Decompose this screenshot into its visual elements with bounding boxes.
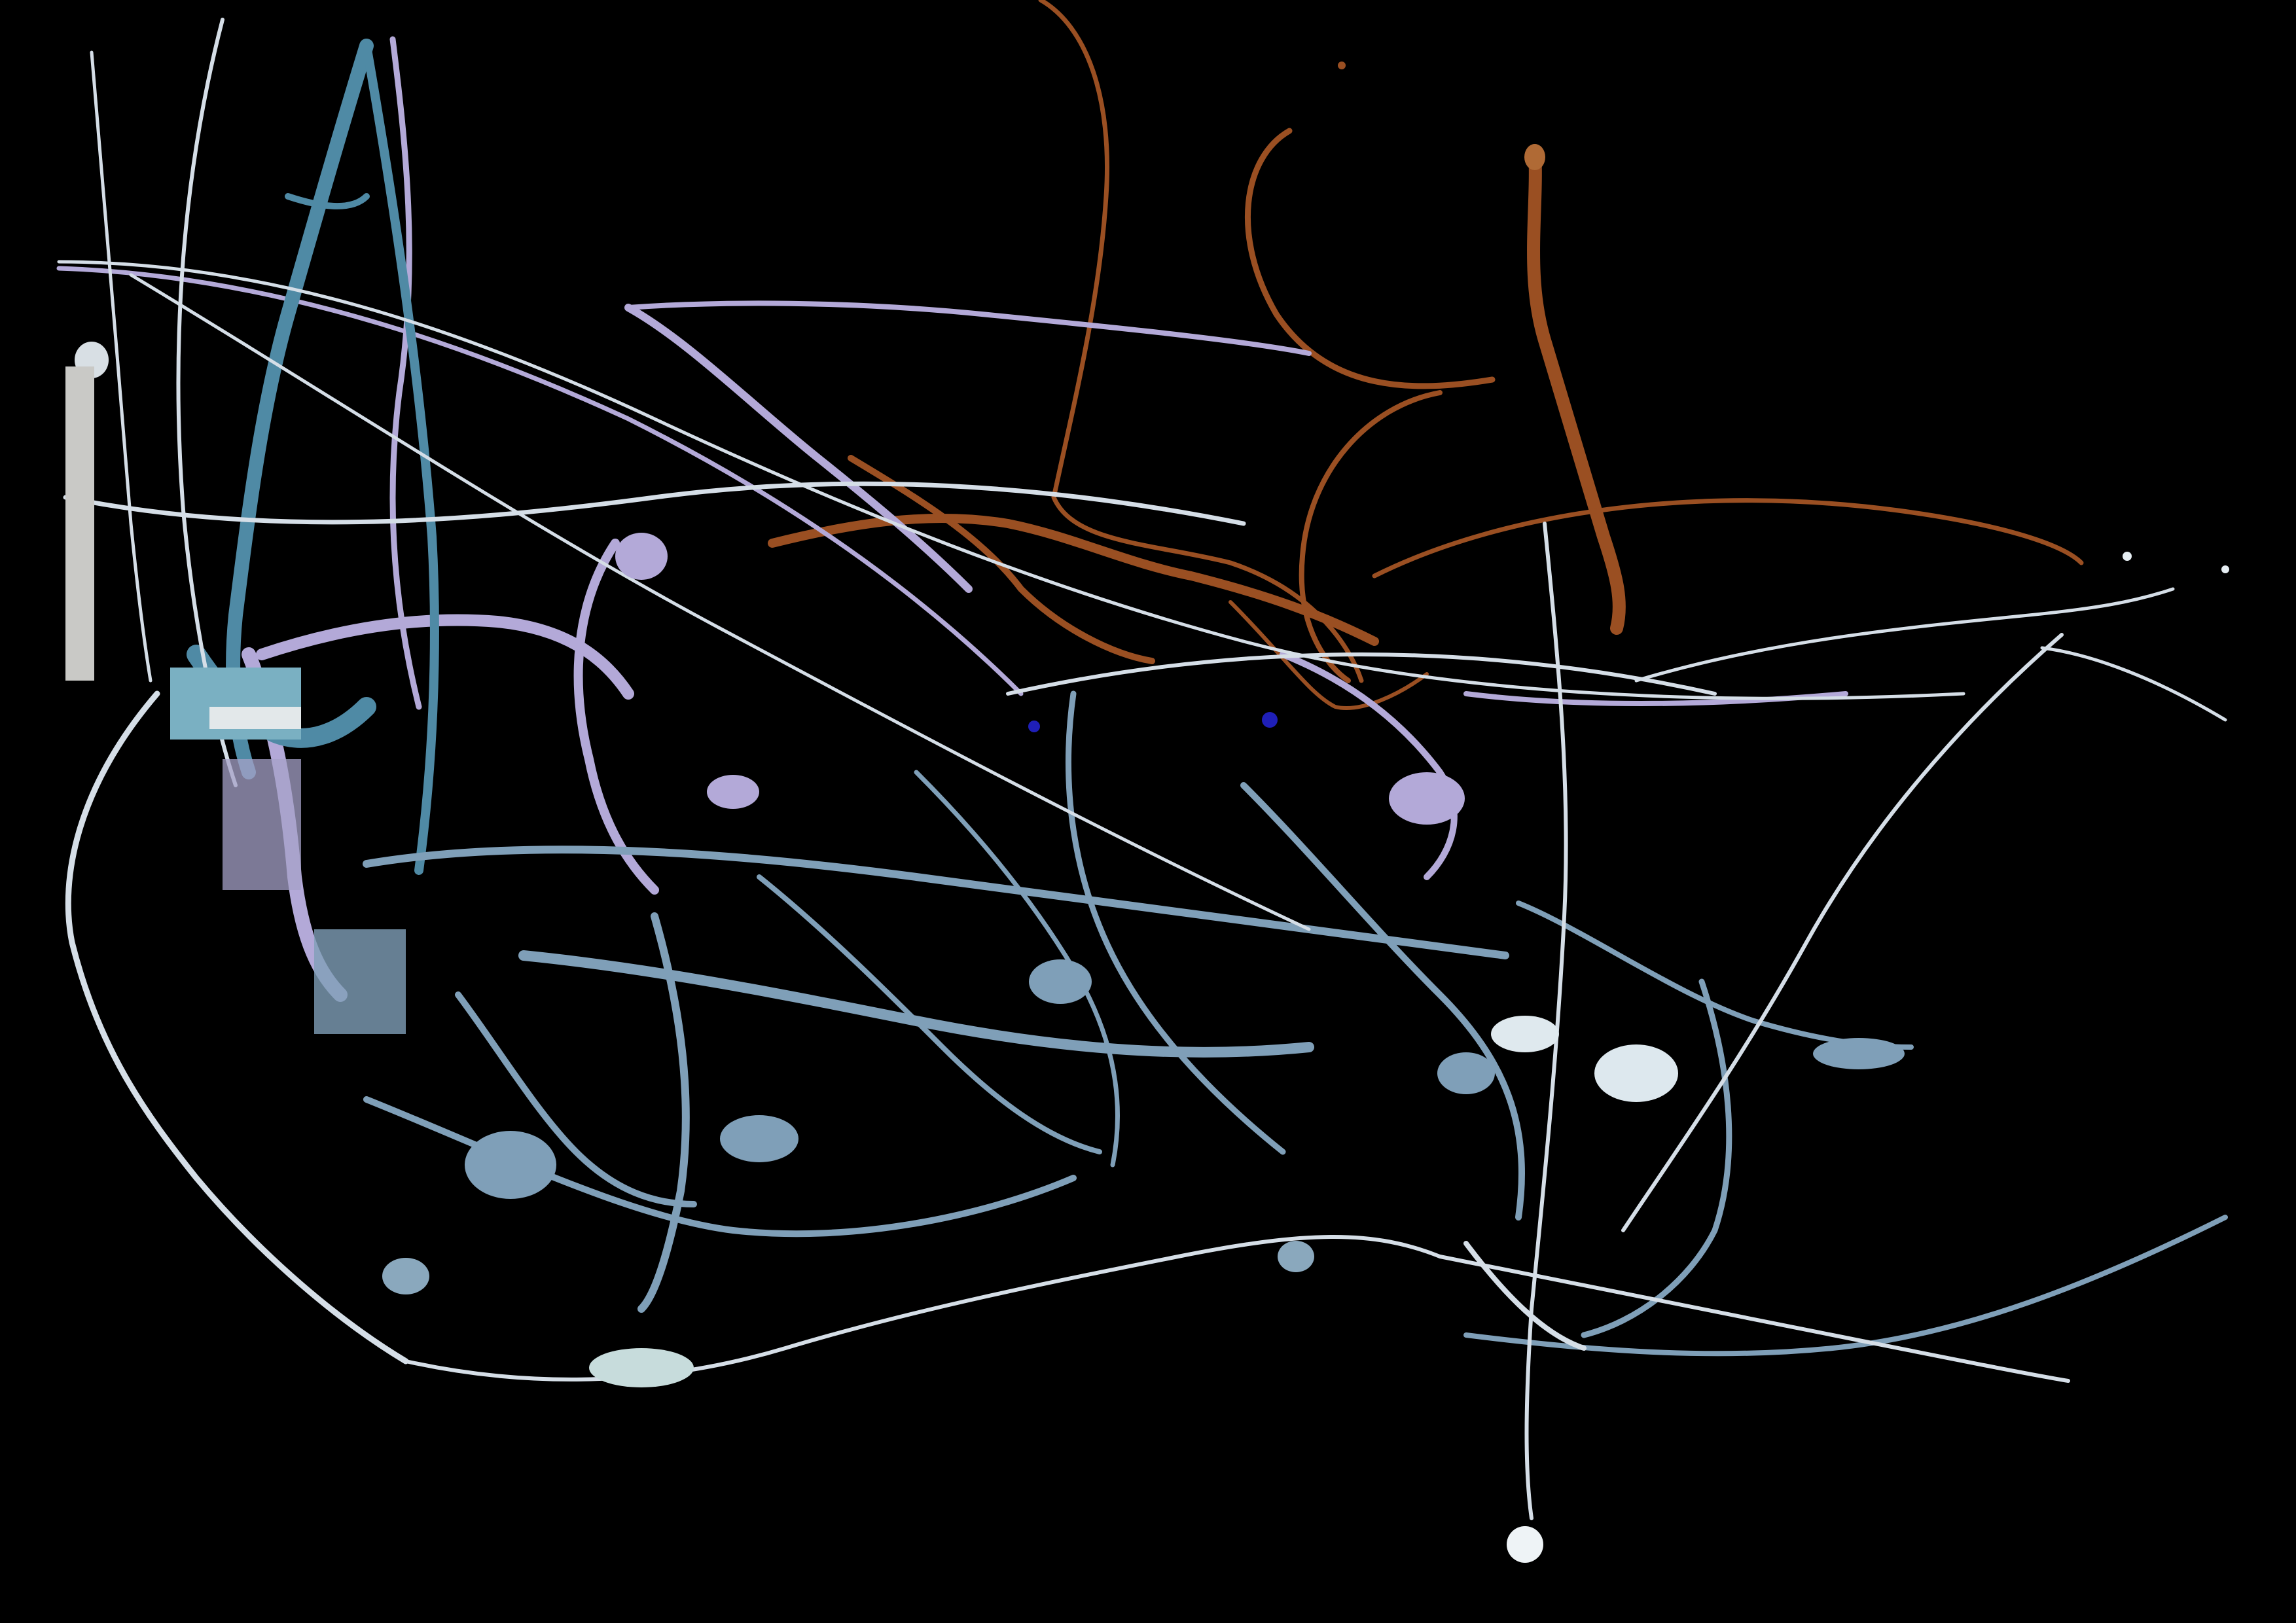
teal-drip-strand bbox=[362, 41, 439, 875]
rust-drip-strand bbox=[848, 455, 1155, 664]
rust-drip-strand bbox=[1038, 0, 1364, 683]
rust-paint-drop bbox=[1338, 62, 1346, 69]
steel-blue-drip-strand bbox=[363, 846, 1509, 959]
teal-drip-strand bbox=[285, 193, 370, 209]
rust-drip-strand bbox=[1527, 144, 1626, 635]
pale-drip-strand bbox=[1463, 1241, 1587, 1351]
lavender-drip-strand bbox=[626, 300, 1312, 356]
lavender-drip-strand bbox=[389, 36, 422, 710]
near-white-paint-blot bbox=[1594, 1044, 1678, 1102]
steel-blue-collage-patch bbox=[314, 929, 406, 1034]
pale-drip-strand bbox=[1524, 522, 1568, 1520]
rust-paint-drop bbox=[1524, 144, 1545, 170]
pale-drip-strand bbox=[404, 1235, 1442, 1382]
lavender-drip-strand bbox=[1280, 651, 1458, 880]
lavender-paint-blot bbox=[707, 775, 759, 809]
pale-drip-strand bbox=[90, 50, 152, 683]
steel-blue-paint-blot bbox=[1029, 959, 1092, 1004]
lavender-collage-patch bbox=[223, 759, 301, 890]
deep-blue-paint-dot bbox=[1028, 721, 1040, 732]
near-white-paint-blot bbox=[1507, 1526, 1543, 1563]
steel-blue-drip-strand bbox=[637, 912, 690, 1313]
steel-blue-paint-blot bbox=[720, 1115, 798, 1162]
steel-blue-paint-blot bbox=[382, 1258, 429, 1294]
pale-drip-strand bbox=[63, 481, 1246, 526]
near-white-paint-blot bbox=[589, 1348, 694, 1387]
pale-paint-drop bbox=[2221, 565, 2229, 573]
pale-collage-patch bbox=[65, 366, 94, 681]
paint-blot-layer bbox=[75, 62, 2229, 1563]
lavender-paint-blot bbox=[615, 533, 668, 580]
pale-drip-layer bbox=[57, 18, 2227, 1520]
pale-drip-strand bbox=[129, 273, 1311, 931]
lavender-drip-strand bbox=[624, 304, 973, 593]
steel-blue-paint-blot bbox=[1813, 1038, 1905, 1069]
rust-drip-strand bbox=[768, 513, 1379, 646]
lavender-drip-strand bbox=[573, 539, 659, 895]
steel-blue-drip-strand bbox=[757, 874, 1102, 1154]
pale-drip-strand bbox=[1634, 587, 2175, 683]
rust-drip-strand bbox=[1372, 498, 2084, 579]
pale-collage-patch bbox=[209, 707, 301, 729]
steel-blue-drip-strand bbox=[1066, 690, 1286, 1155]
pale-drip-strand bbox=[1438, 1255, 2070, 1383]
lavender-drip-strand bbox=[56, 266, 1024, 696]
pale-drip-strand bbox=[1006, 652, 1717, 696]
rust-drip-strand bbox=[1229, 600, 1429, 710]
lavender-drip-strand bbox=[256, 614, 634, 700]
collage-patch-layer bbox=[65, 366, 406, 1034]
steel-blue-drip-strand bbox=[455, 991, 697, 1207]
pale-drip-strand bbox=[57, 260, 1965, 700]
steel-blue-drip-strand bbox=[1240, 782, 1525, 1221]
pale-drip-strand bbox=[65, 690, 409, 1364]
deep-blue-paint-dot bbox=[1262, 712, 1278, 728]
steel-blue-paint-blot bbox=[465, 1131, 556, 1199]
lavender-paint-blot bbox=[1389, 772, 1465, 825]
pale-paint-drop bbox=[2123, 552, 2132, 561]
steel-blue-paint-blot bbox=[1437, 1052, 1495, 1094]
rust-drip-strand bbox=[1244, 128, 1496, 389]
rust-drip-layer bbox=[768, 0, 2084, 710]
steel-blue-paint-blot bbox=[1278, 1241, 1314, 1272]
pale-drip-strand bbox=[1621, 633, 2064, 1232]
pale-drip-strand bbox=[2040, 646, 2227, 722]
steel-blue-drip-strand bbox=[1581, 978, 1732, 1338]
near-white-paint-blot bbox=[1491, 1016, 1559, 1052]
